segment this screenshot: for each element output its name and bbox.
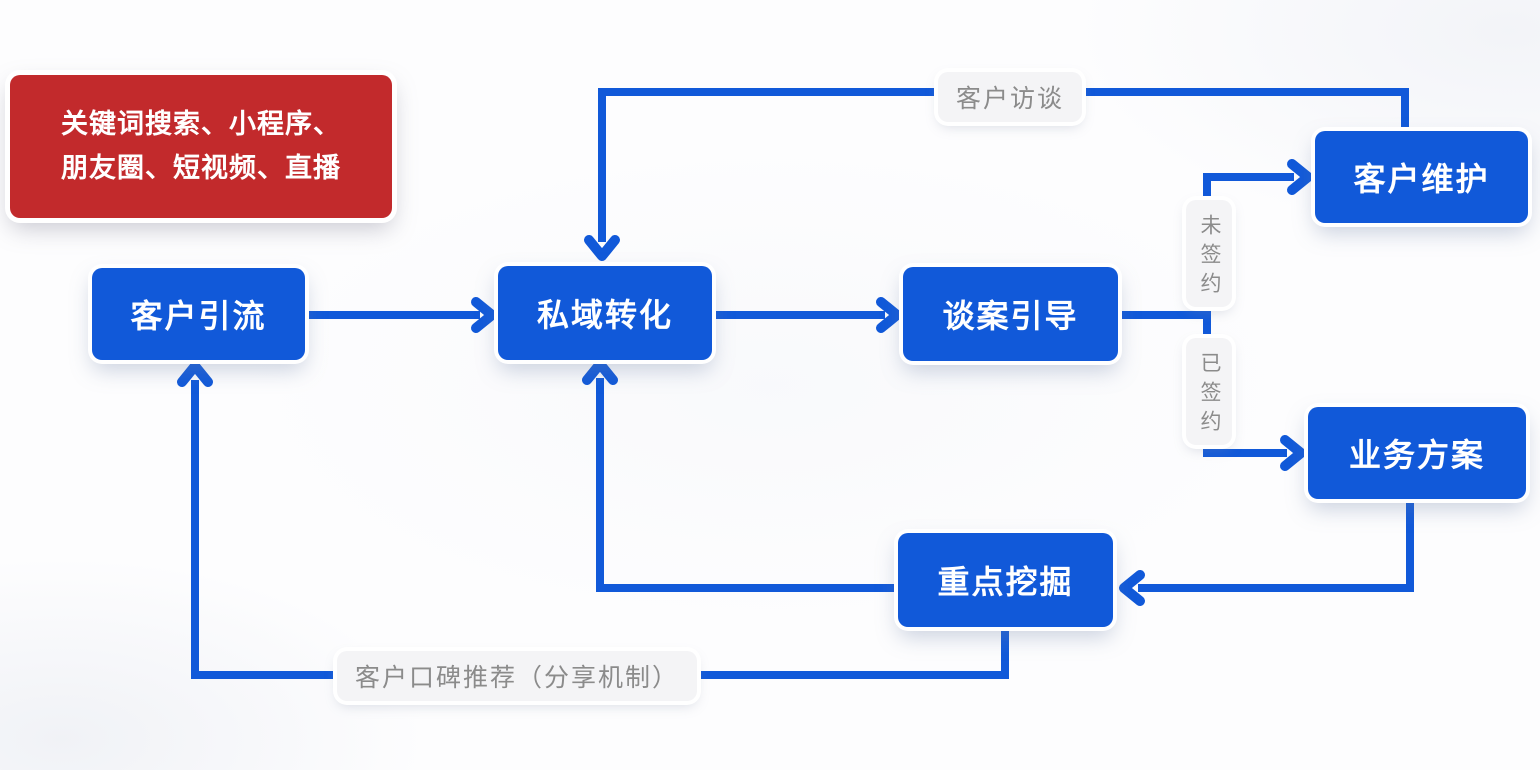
edge-label-text: 已签约 (1198, 352, 1221, 439)
node-label: 业务方案 (1348, 437, 1485, 473)
edge-line (596, 378, 898, 592)
node-key-mining: 重点挖掘 (898, 533, 1113, 627)
node-customer-acquisition: 客户引流 (92, 268, 305, 360)
node-label: 客户引流 (130, 298, 267, 334)
edge-line (191, 380, 1009, 679)
node-label: 客户维护 (1353, 161, 1490, 197)
node-label: 私域转化 (536, 297, 673, 333)
edge-mining-to-conversion (582, 359, 898, 592)
edge-proposal-to-mining (1119, 499, 1414, 606)
edge-label-text: 未签约 (1198, 214, 1221, 301)
edge-acquisition-to-conversion (305, 297, 497, 333)
edge-label-text: 客户访谈 (956, 85, 1065, 113)
arrowhead-left-icon (1119, 570, 1145, 606)
edge-label-customer-interview: 客户访谈 (938, 72, 1083, 122)
edge-conversion-to-guidance (712, 297, 902, 333)
arrowhead-up-icon (177, 361, 213, 387)
edge-mining-to-acquisition (177, 361, 1009, 679)
edge-label-not-signed: 未签约 (1186, 200, 1232, 307)
arrowhead-up-icon (582, 359, 618, 385)
node-case-discussion-guidance: 谈案引导 (903, 267, 1118, 361)
arrowhead-right-icon (876, 297, 902, 333)
arrowhead-down-icon (584, 235, 620, 261)
arrowhead-right-icon (1287, 159, 1313, 195)
node-traffic-channels-callout: 关键词搜索、小程序、 朋友圈、短视频、直播 (10, 75, 392, 218)
arrowhead-right-icon (471, 297, 497, 333)
node-label: 谈案引导 (942, 298, 1079, 334)
callout-line-2: 朋友圈、短视频、直播 (61, 152, 341, 183)
node-customer-maintenance: 客户维护 (1315, 131, 1528, 223)
node-label: 重点挖掘 (937, 564, 1074, 600)
node-private-domain-conversion: 私域转化 (498, 266, 712, 360)
edge-label-text: 客户口碑推荐（分享机制） (355, 664, 680, 692)
edge-line (1138, 499, 1414, 592)
edge-guidance-to-maintenance (1203, 159, 1313, 195)
edge-label-word-of-mouth-referral: 客户口碑推荐（分享机制） (337, 651, 698, 701)
edge-label-signed: 已签约 (1186, 338, 1232, 445)
callout-line-1: 关键词搜索、小程序、 (61, 109, 341, 140)
arrowhead-right-icon (1280, 435, 1306, 471)
node-business-proposal: 业务方案 (1308, 407, 1526, 499)
